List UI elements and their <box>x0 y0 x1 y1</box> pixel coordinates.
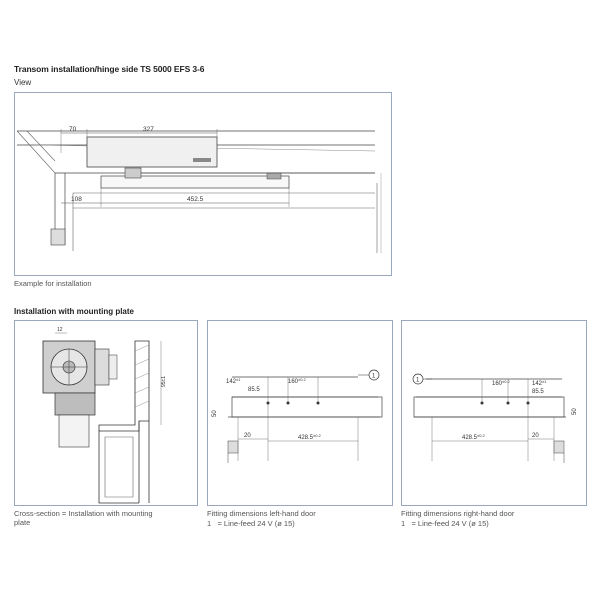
cross-section-drawing: 12 95±1 <box>42 327 167 504</box>
dim-160-left: 160±0.2 <box>288 377 307 385</box>
dim-855-left: 85.5 <box>248 387 260 393</box>
dim-cross-side: 95±1 <box>161 376 167 387</box>
left-hinge <box>227 440 239 454</box>
door-frame <box>413 396 565 418</box>
left-door-caption: Fitting dimensions left-hand door <box>207 509 316 518</box>
right-door-legend: 1 = Line-feed 24 V (ø 15) <box>401 519 591 528</box>
dim-108: 108 <box>71 196 82 203</box>
dim-327: 327 <box>143 126 154 133</box>
right-marker: 1 <box>416 378 420 384</box>
dim-50-left: 50 <box>212 410 218 417</box>
mounting-plate <box>54 392 96 416</box>
dim-20-right: 20 <box>532 433 539 439</box>
dim-20-left: 20 <box>244 433 251 439</box>
view-drawing: 70 327 108 452.5 <box>16 126 382 253</box>
closer-status-strip <box>193 158 211 162</box>
dim-cross-top: 12 <box>57 327 63 333</box>
dim-70: 70 <box>69 126 77 133</box>
cross-section-caption: Cross-section = Installation with mounti… <box>14 509 204 527</box>
hinge-pivot <box>50 228 66 246</box>
door-frame <box>231 396 383 418</box>
right-door-drawing: 1 160±0.2 142±1 85.5 50 428.5±0.2 20 <box>412 373 578 463</box>
left-legend-text: = Line-feed 24 V (ø 15) <box>217 519 295 528</box>
mounting-section-title: Installation with mounting plate <box>14 307 134 316</box>
dim-160-right: 160±0.2 <box>492 379 511 387</box>
cross-section-panel: 12 95±1 <box>14 320 198 506</box>
dim-4525: 452.5 <box>187 196 204 203</box>
left-door-panel: 1 142±1 85.5 160±0.2 50 20 428.5±0.2 <box>207 320 393 506</box>
view-caption: Example for installation <box>14 279 92 288</box>
dim-855-right: 85.5 <box>532 389 544 395</box>
cross-caption-line2: plate <box>14 518 31 527</box>
left-door-legend: 1 = Line-feed 24 V (ø 15) <box>207 519 397 528</box>
right-legend-text: = Line-feed 24 V (ø 15) <box>411 519 489 528</box>
left-marker: 1 <box>372 374 376 380</box>
right-door-panel: 1 160±0.2 142±1 85.5 50 428.5±0.2 20 <box>401 320 587 506</box>
cross-caption-line1: Cross-section = Installation with mounti… <box>14 509 153 518</box>
view-label: View <box>14 78 32 87</box>
door-profile <box>104 436 134 498</box>
page-title: Transom installation/hinge side TS 5000 … <box>14 64 205 74</box>
right-door-caption: Fitting dimensions right-hand door <box>401 509 515 518</box>
dim-4285-right: 428.5±0.2 <box>462 433 486 441</box>
dim-4285-left: 428.5±0.2 <box>298 433 322 441</box>
left-legend-num: 1 <box>207 519 212 528</box>
slide-rail <box>100 175 290 189</box>
dim-142-left: 142±1 <box>226 377 241 385</box>
slide-arm <box>124 167 142 179</box>
left-door-drawing: 1 142±1 85.5 160±0.2 50 20 428.5±0.2 <box>212 369 383 463</box>
dim-142-right: 142±1 <box>532 379 547 387</box>
dim-50-right: 50 <box>572 408 578 415</box>
view-panel: 70 327 108 452.5 <box>14 92 392 276</box>
right-hinge <box>553 440 565 454</box>
right-legend-num: 1 <box>401 519 406 528</box>
closer-body <box>86 136 218 168</box>
